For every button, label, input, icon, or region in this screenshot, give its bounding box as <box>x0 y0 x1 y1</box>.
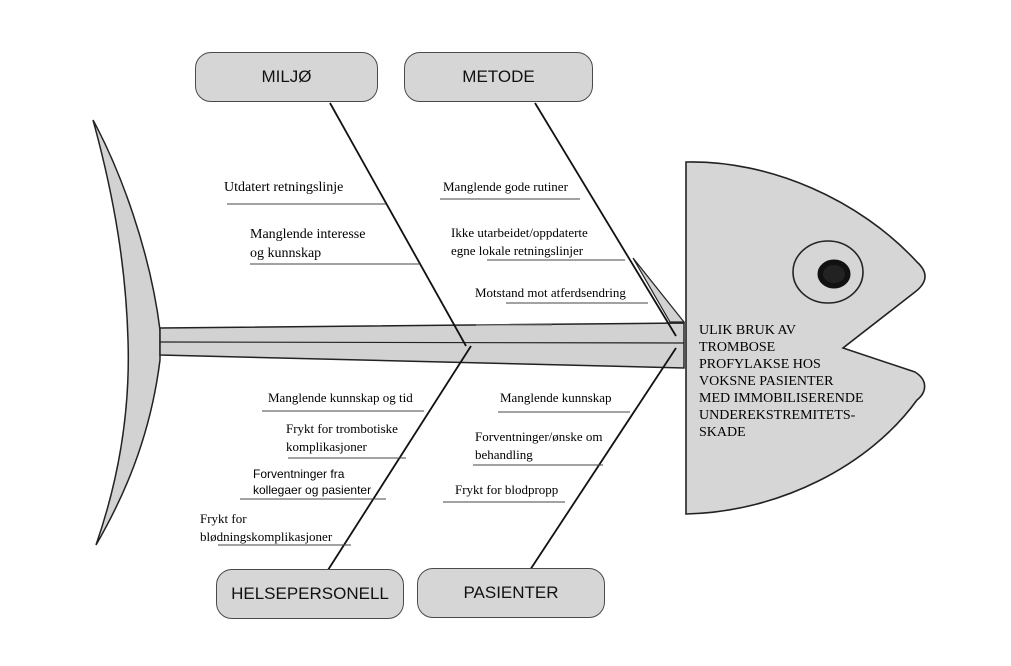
cause-method-1: Manglende gode rutiner <box>443 179 568 194</box>
fish-tail <box>92 119 161 546</box>
cause-patients-1: Manglende kunnskap <box>500 390 612 405</box>
cause-patients-3: Frykt for blodpropp <box>455 482 559 497</box>
fish-head <box>685 161 926 515</box>
category-staff: HELSEPERSONELL <box>216 569 404 619</box>
cause-staff-2: Frykt for trombotiske komplikasjoner <box>286 421 398 454</box>
cause-staff-1: Manglende kunnskap og tid <box>268 390 413 405</box>
bone-environment <box>329 102 467 347</box>
effect-problem-statement: ULIK BRUK AV TROMBOSE PROFYLAKSE HOS VOK… <box>699 323 864 440</box>
cause-environment-2: Manglende interesse og kunnskap <box>250 227 366 261</box>
cause-staff-4: Frykt for blødningskomplikasjoner <box>200 511 333 544</box>
category-method: METODE <box>404 52 593 102</box>
cause-environment-1: Utdatert retningslinje <box>224 180 344 195</box>
fish-spine <box>159 322 685 369</box>
cause-method-3: Motstand mot atferdsendring <box>475 285 626 300</box>
category-patients: PASIENTER <box>417 568 605 618</box>
category-environment: MILJØ <box>195 52 378 102</box>
cause-patients-2: Forventninger/ønske om behandling <box>475 429 603 462</box>
cause-staff-3: Forventninger fra kollegaer og pasienter <box>253 467 372 497</box>
bone-method <box>534 102 677 337</box>
fish-fin <box>632 257 686 323</box>
bone-patients <box>529 347 677 571</box>
cause-method-2: Ikke utarbeidet/oppdaterte egne lokale r… <box>451 225 588 258</box>
